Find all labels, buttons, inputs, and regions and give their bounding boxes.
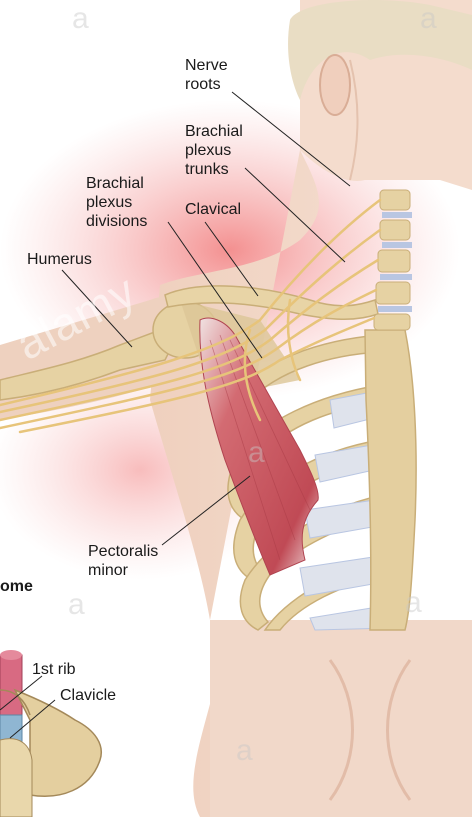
label-humerus: Humerus [27, 250, 92, 269]
vertebra-2 [380, 220, 410, 240]
watermark-letter-1: a [72, 2, 89, 35]
inset-vessel-top [0, 650, 22, 660]
ear [320, 55, 350, 115]
watermark-letter-3: a [68, 588, 85, 621]
disc-4 [378, 306, 412, 312]
disc-1 [382, 212, 412, 218]
disc-3 [380, 274, 412, 280]
watermark-letter-2: a [248, 436, 265, 469]
label-nerve-roots: Nerve roots [185, 56, 228, 94]
abdomen-skin [210, 620, 472, 817]
inset-rib [0, 739, 32, 817]
label-first-rib: 1st rib [32, 660, 76, 679]
label-brachial-plexus-trunks: Brachial plexus trunks [185, 122, 243, 179]
disc-2 [382, 242, 412, 248]
inset-vessel-red [0, 655, 22, 715]
label-clavical: Clavical [185, 200, 241, 219]
vertebra-3 [378, 250, 410, 272]
label-syndrome-fragment: ome [0, 577, 33, 596]
vertebra-1 [380, 190, 410, 210]
label-pectoralis-minor: Pectoralis minor [88, 542, 158, 580]
label-clavicle: Clavicle [60, 686, 116, 705]
sternum [365, 330, 416, 630]
watermark-letter-5: a [236, 734, 253, 767]
vertebra-5 [374, 314, 410, 330]
vertebra-4 [376, 282, 410, 304]
label-brachial-plexus-divisions: Brachial plexus divisions [86, 174, 147, 231]
watermark-letter-6: a [420, 2, 437, 35]
watermark-letter-4: a [405, 586, 422, 619]
